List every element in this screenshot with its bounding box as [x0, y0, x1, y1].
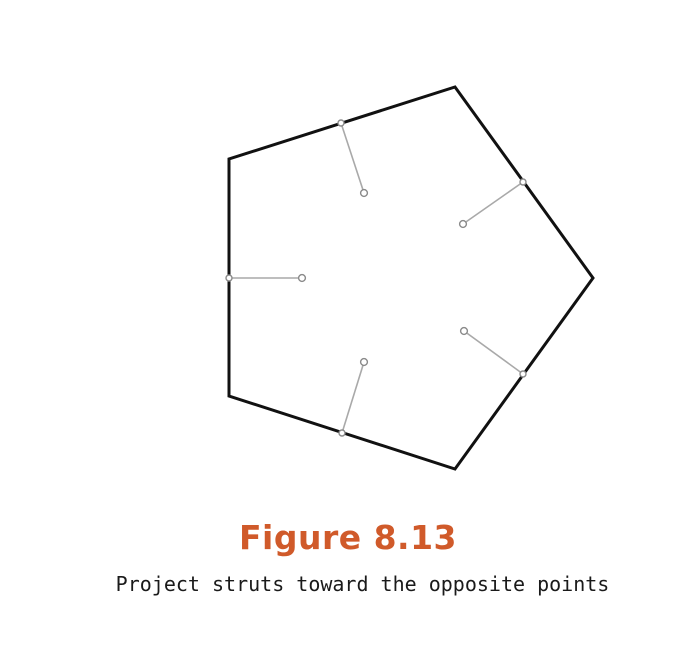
struts [229, 122, 524, 434]
node-upper-right-inner [458, 219, 468, 229]
node-top-inner [359, 188, 369, 198]
strut-bottom [341, 361, 365, 434]
strut-upper-right [462, 181, 524, 225]
figure-title: Figure 8.13 [238, 518, 458, 557]
node-bottom-inner [359, 357, 369, 367]
figure-caption: Project struts toward the opposite point… [115, 572, 610, 596]
node-upper-right-edge [519, 178, 527, 186]
node-lower-right-inner [459, 326, 469, 336]
pentagon-diagram [225, 85, 595, 471]
strut-top [340, 122, 365, 194]
strut-lower-right [463, 330, 524, 375]
node-lower-right-edge [519, 370, 527, 378]
strut-nodes [225, 119, 527, 437]
node-left-edge [225, 274, 233, 282]
node-left-inner [297, 273, 307, 283]
node-top-edge [337, 119, 345, 127]
node-bottom-edge [338, 429, 346, 437]
